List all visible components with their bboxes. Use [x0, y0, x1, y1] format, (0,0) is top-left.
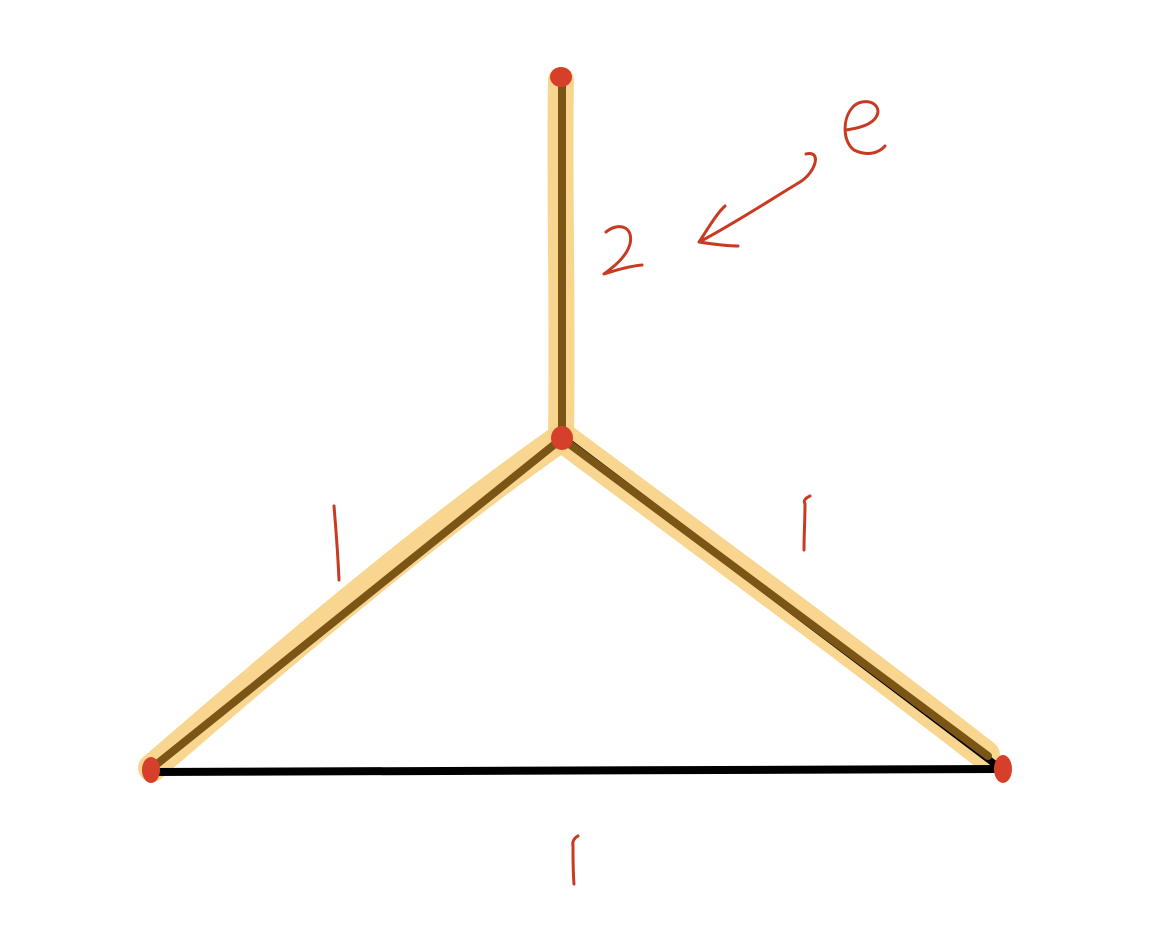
arrow-e-to-edge	[701, 152, 817, 242]
edge-label-left-right	[571, 834, 580, 886]
vertex-top	[550, 67, 572, 87]
edge-left-right	[147, 765, 1006, 776]
annotation-layer	[332, 100, 887, 886]
vertex-center	[551, 426, 573, 450]
edge-label-center-right	[802, 494, 812, 552]
annotation-symbol-e-glyph	[843, 100, 887, 155]
edge-layer	[147, 74, 1006, 776]
vertex-left	[142, 757, 160, 783]
vertex-layer	[142, 67, 1012, 783]
edge-label-top-center	[602, 225, 644, 276]
edge-label-center-left	[332, 504, 341, 582]
edge-center-left	[148, 436, 564, 772]
vertex-right	[994, 755, 1012, 783]
edge-center-right	[560, 436, 992, 760]
arrow-head-icon	[697, 204, 740, 248]
